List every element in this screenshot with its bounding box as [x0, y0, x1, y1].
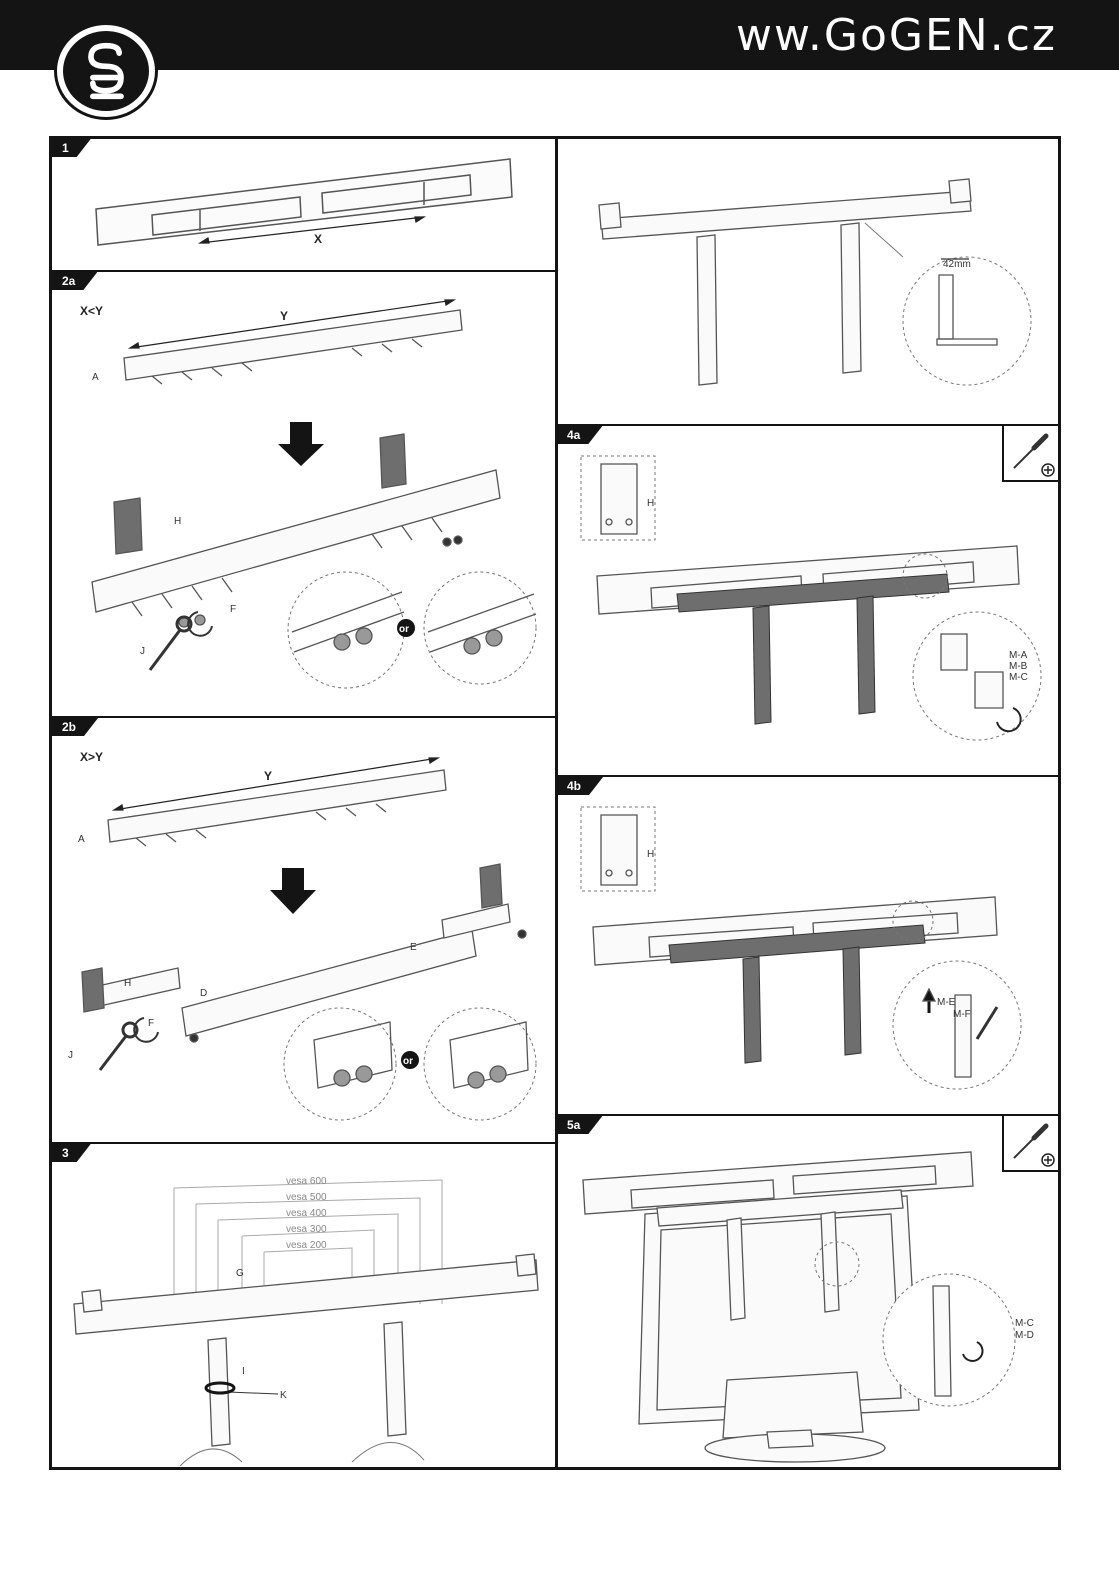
part-m-f-label: M-F: [953, 1009, 971, 1020]
bracket-a-drawing: [108, 770, 446, 846]
vesa-300-label: vesa 300: [286, 1224, 327, 1235]
part-i-label: I: [242, 1366, 245, 1377]
step-1-panel: X 1: [52, 139, 557, 272]
detail-circle-left: [288, 572, 404, 688]
condition-label: X<Y: [80, 304, 103, 318]
dimension-y-label: Y: [280, 309, 288, 323]
measurement-42mm-label: 42mm: [943, 259, 971, 270]
screwdriver-phillips-icon: [1002, 426, 1058, 482]
svg-text:or: or: [403, 1056, 413, 1067]
vesa-200-label: vesa 200: [286, 1240, 327, 1251]
column-divider: [555, 139, 558, 1467]
part-a-label: A: [78, 834, 85, 845]
part-h-label: H: [647, 849, 654, 860]
part-g-label: G: [236, 1268, 244, 1279]
detail-circle: [903, 257, 1031, 385]
soundbar-drawing: [597, 546, 1019, 614]
vertical-arms-drawing: [208, 1322, 406, 1446]
part-m-e-label: M-E: [937, 997, 956, 1008]
part-h-label: H: [647, 498, 654, 509]
step-3-panel: vesa 600 vesa 500 vesa 400 vesa 300 vesa…: [52, 1144, 557, 1467]
step-4b-panel: H M-E M-F 4b: [557, 777, 1058, 1116]
screwdriver-phillips-icon: [1002, 1116, 1058, 1172]
step-4a-panel: H M-A M-B M-C 4a: [557, 426, 1058, 777]
step-2b-panel: X>Y Y A H D E F: [52, 718, 557, 1144]
part-k-label: K: [280, 1390, 287, 1401]
part-j-label: J: [140, 646, 145, 657]
part-m-c-label: M-C: [1015, 1318, 1034, 1329]
step-top-right-panel: 42mm: [557, 139, 1058, 426]
dimension-x-label: X: [314, 232, 322, 246]
vesa-500-label: vesa 500: [286, 1192, 327, 1203]
svg-text:or: or: [399, 624, 409, 635]
dimension-y-label: Y: [264, 769, 272, 783]
part-h-label: H: [124, 978, 131, 989]
bracket-mounted-drawing: [677, 574, 949, 724]
instruction-frame: X 1 X<Y Y A H: [49, 136, 1061, 1470]
part-j-label: J: [68, 1050, 73, 1061]
bracket-drawing: [74, 1254, 538, 1334]
part-f-label: F: [230, 604, 236, 615]
part-a-label: A: [92, 372, 99, 383]
part-m-a-label: M-A: [1009, 650, 1028, 661]
step-5a-panel: M-C M-D 5a: [557, 1116, 1058, 1467]
part-h-label: H: [174, 516, 181, 527]
bracket-mounted-drawing: [669, 925, 925, 1063]
down-arrow-icon: [270, 868, 316, 914]
part-m-b-label: M-B: [1009, 661, 1028, 672]
bracket-a-drawing: [124, 310, 462, 384]
soundbar-drawing: [96, 159, 512, 245]
part-m-d-label: M-D: [1015, 1330, 1034, 1341]
tv-back-drawing: [639, 1196, 919, 1462]
detail-circle-right: [424, 1008, 536, 1120]
page-header: ww.GoGEN.cz: [0, 0, 1119, 70]
vesa-400-label: vesa 400: [286, 1208, 327, 1219]
part-f-label: F: [148, 1018, 154, 1029]
brand-url: ww.GoGEN.cz: [736, 10, 1057, 61]
part-d-label: D: [200, 988, 207, 999]
gogen-logo-icon: [54, 22, 158, 120]
soundbar-drawing: [593, 897, 997, 965]
vesa-600-label: vesa 600: [286, 1176, 327, 1187]
step-2a-panel: X<Y Y A H F: [52, 272, 557, 718]
condition-label: X>Y: [80, 750, 103, 764]
down-arrow-icon: [278, 422, 324, 466]
part-m-c-label: M-C: [1009, 672, 1028, 683]
part-e-label: E: [410, 942, 417, 953]
